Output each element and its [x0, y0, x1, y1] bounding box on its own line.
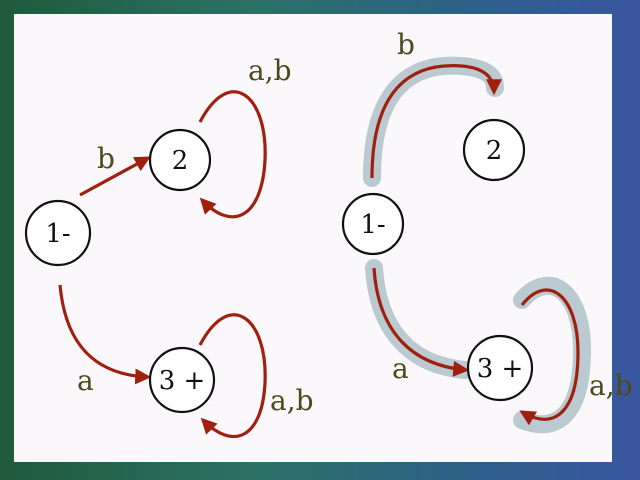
right-state-2-label: 2: [486, 136, 503, 166]
left-state-2: 2: [148, 128, 212, 192]
left-state-3: 3 +: [148, 346, 216, 414]
right-state-1: 1-: [341, 192, 405, 256]
right-label-a: a: [392, 352, 409, 385]
right-label-loop3: a,b: [589, 369, 633, 402]
right-loop-3: [519, 288, 580, 426]
left-label-a: a: [77, 364, 94, 397]
right-edge-1-to-2: [370, 64, 502, 179]
left-state-3-label: 3 +: [159, 366, 206, 396]
left-label-b: b: [97, 142, 115, 175]
right-automaton: 1- 2 3 + b a a,b: [341, 28, 633, 434]
left-loop-3: [198, 313, 267, 439]
left-edge-1-to-2: [79, 156, 151, 197]
left-state-1-label: 1-: [45, 219, 70, 249]
left-edge-1-to-3: [58, 284, 152, 385]
left-label-loop3: a,b: [270, 384, 314, 417]
right-edge-1-to-3: [372, 267, 470, 377]
left-state-2-label: 2: [172, 146, 189, 176]
left-state-1: 1-: [24, 199, 92, 267]
right-highlight-loop3: [513, 276, 592, 434]
left-automaton: 1- 2 3 + b a a,b a,b: [24, 54, 314, 439]
left-label-loop2: a,b: [248, 54, 292, 87]
right-label-b: b: [397, 28, 415, 61]
left-loop-2: [198, 90, 267, 219]
right-state-3-label: 3 +: [477, 354, 524, 384]
right-state-2: 2: [462, 118, 526, 182]
right-state-3: 3 +: [466, 334, 534, 402]
right-state-1-label: 1-: [360, 210, 385, 240]
